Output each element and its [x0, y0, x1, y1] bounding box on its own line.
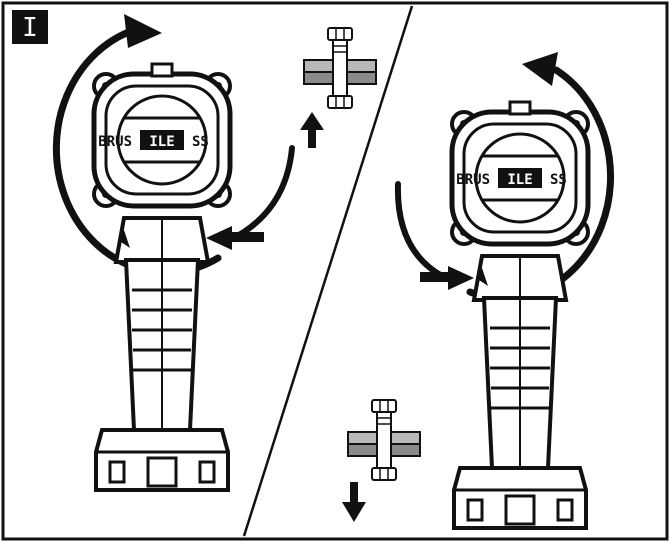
step-label-badge: I: [12, 10, 48, 44]
up-arrow-icon: [300, 112, 324, 148]
brand-text-mid-r: ILE: [507, 172, 532, 188]
brand-text-left: BRUS: [98, 134, 132, 150]
collar-arrowhead: [206, 226, 232, 250]
panel-divider: [242, 5, 414, 537]
collar-arrowhead-right: [448, 266, 474, 290]
brand-text-left-r: BRUS: [456, 172, 490, 188]
brand-text-right-r: SS: [550, 172, 567, 188]
down-arrow-icon: [342, 482, 366, 522]
clockwise-arrowhead: [124, 14, 162, 48]
brand-text-right: SS: [192, 134, 209, 150]
brand-text-mid: ILE: [149, 134, 174, 150]
drill-illustration-right: BRUS ILE SS: [452, 102, 588, 528]
collar-rotation-arc-right: [394, 181, 445, 279]
counter-clockwise-arrowhead: [522, 52, 558, 86]
drill-illustration-left: BRUS ILE SS: [94, 64, 230, 490]
left-panel: BRUS ILE SS: [52, 14, 377, 490]
right-panel: BRUS ILE SS: [342, 52, 615, 528]
step-label: I: [22, 13, 38, 43]
